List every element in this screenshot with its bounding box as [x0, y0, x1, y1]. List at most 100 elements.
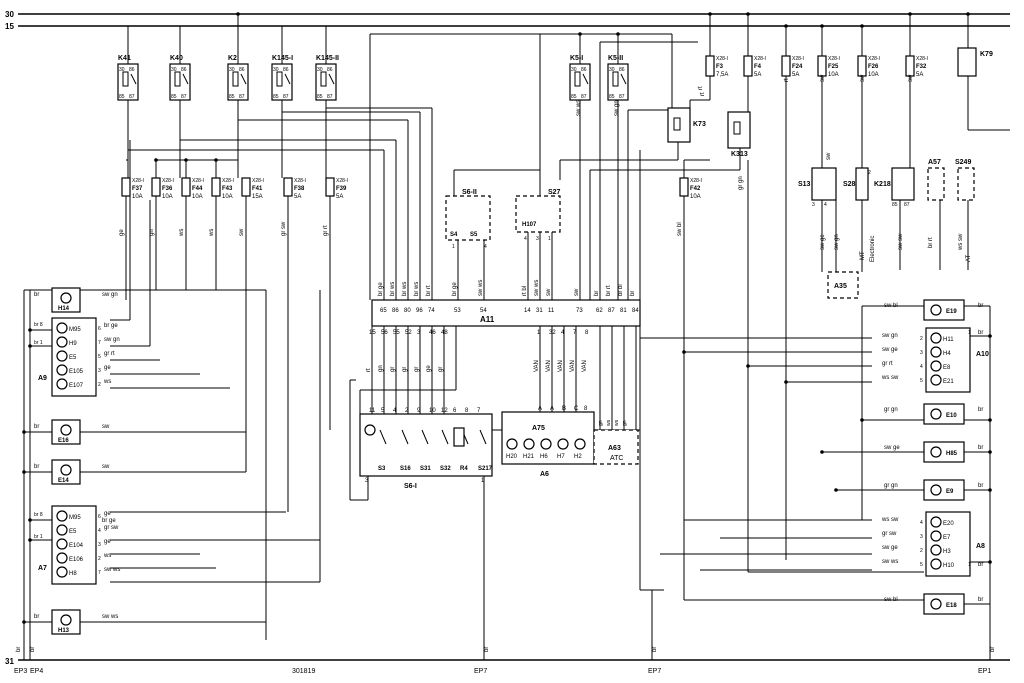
- switch-s249-label: S249: [955, 159, 971, 166]
- fuse-f38-label: F38: [294, 186, 305, 192]
- wire-junction: [988, 418, 992, 422]
- relay-k2-contact: [240, 73, 247, 85]
- fuse-f41-rating: 15A: [252, 194, 263, 200]
- fuse-f4-type: X28-I: [754, 56, 766, 62]
- fuse-f43-rating: 10A: [222, 194, 233, 200]
- relay-k5-ii-pin-87: 87: [619, 94, 625, 100]
- fuse-f44-rating: 10A: [192, 194, 203, 200]
- wire-junction: [988, 334, 992, 338]
- relay-k41-label: K41: [118, 55, 131, 62]
- module-a57: A57: [927, 159, 945, 201]
- fuse-f42-type: X28-I: [690, 178, 702, 184]
- module-a7-wire-4: sw ws: [104, 567, 120, 573]
- module-a7-h8-icon: [56, 566, 68, 578]
- fuse-f25-type: X28-I: [828, 56, 840, 62]
- fuse-f38-body: [283, 177, 293, 197]
- module-a8-e7-icon: [930, 530, 942, 542]
- a11-bottom-wire-1: gn: [378, 365, 384, 372]
- relay-k5-ii-label: K5-II: [608, 55, 623, 62]
- module-a8-pin-2: 2: [920, 548, 923, 554]
- module-a7-e106-label: E106: [69, 557, 84, 563]
- module-a10-pin-right: 1: [968, 330, 971, 336]
- module-a8-pin-1: 3: [920, 534, 923, 540]
- module-a9-pin-left-1: br 1: [34, 340, 43, 346]
- fuse-f39-rating: 5A: [336, 194, 343, 200]
- module-a75-label: A75: [532, 425, 545, 432]
- wire-label-top-1: sw ws: [576, 100, 582, 116]
- fuse-f4-body: [743, 55, 753, 77]
- module-e19-lamp-icon: [930, 304, 942, 316]
- module-a9-m95-label: M95: [69, 327, 81, 333]
- module-h14-label: H14: [58, 306, 70, 312]
- ground-label-ep7-a: EP7: [474, 668, 487, 675]
- relay-k145-i-coil: [276, 71, 283, 87]
- s6i-pin-1: 1: [481, 478, 485, 484]
- switch-s28-label: S28: [843, 181, 856, 188]
- lamp-h21-label: H21: [523, 454, 535, 460]
- module-a10-wire-right: br: [978, 330, 983, 336]
- switch-s6-ii-pin-4: 4: [484, 244, 487, 250]
- module-a8-wire-right: br: [978, 562, 983, 568]
- fuse-f26-rating: 10A: [868, 72, 879, 78]
- wire-label-top-8: rt: [700, 92, 706, 96]
- module-a9-wire-3: ge: [104, 365, 111, 371]
- module-e10-wire-in: br: [978, 407, 983, 413]
- wire-label-mid-0: sw ge: [820, 234, 826, 250]
- s6i-pin-6: 6: [453, 408, 457, 414]
- fuse-f43-type: X28-I: [222, 178, 234, 184]
- control-unit-a11-label: A11: [480, 315, 495, 324]
- module-a10-e21-label: E21: [943, 379, 954, 385]
- module-e19-wire-in: br: [978, 303, 983, 309]
- module-e14-wire-out: sw: [102, 464, 110, 470]
- fuse-f42-label: F42: [690, 186, 701, 192]
- module-a8-pin-0: 4: [920, 520, 923, 526]
- fuse-f43-wire: ws: [209, 229, 215, 237]
- switch-s28: S28: [843, 167, 869, 201]
- wire-junction: [236, 12, 240, 16]
- relay-k313: K313: [727, 111, 751, 158]
- relay-k73: K73: [667, 107, 706, 143]
- module-a7-h8-label: H8: [69, 571, 77, 577]
- fuse-f44-wire: ws: [179, 229, 185, 237]
- a11-top-wire-10: sw: [574, 288, 580, 296]
- a63-wire-2: ws: [614, 419, 620, 426]
- module-a10-h11-label: H11: [943, 337, 954, 343]
- module-a8-e20-icon: [930, 516, 942, 528]
- s6i-pin-8: 8: [465, 408, 469, 414]
- module-e16-wire-out: sw: [102, 424, 110, 430]
- module-a7-m95-icon: [56, 510, 68, 522]
- module-a35: A35: [827, 271, 859, 299]
- relay-k218-label: K218: [874, 181, 891, 188]
- relay-k79: K79: [957, 47, 993, 77]
- a11-top-wire-3: br ws: [414, 282, 420, 296]
- ground-label-ep4: EP4: [30, 668, 43, 675]
- relay-k40-pin-85: 85: [171, 94, 177, 100]
- relay-k5-ii-pin-30: 30: [609, 67, 615, 73]
- module-e16-wire-in: br: [34, 424, 39, 430]
- a11-top-pin-54: 54: [480, 308, 487, 314]
- fuse-f3-body: [705, 55, 715, 77]
- fuse-f4-label: F4: [754, 64, 762, 70]
- relay-k145-i-label: K145-I: [272, 55, 293, 62]
- bottom-wire-label-4: br: [16, 647, 22, 652]
- module-e19-body: [923, 299, 965, 321]
- wire-label-top-9: gr gn: [738, 176, 744, 190]
- module-a10-h11-icon: [930, 332, 942, 344]
- module-e19-wire-out: sw bl: [884, 303, 898, 309]
- a11-bottom-pin-15: 15: [369, 330, 376, 336]
- fuse-f37-body: [121, 177, 131, 197]
- module-a9-h9-icon: [56, 336, 68, 348]
- module-a9-wire-1: sw gn: [104, 337, 120, 343]
- relay-k2-pin-30: 30: [229, 67, 235, 73]
- module-a7-pin-1: 4: [98, 528, 101, 534]
- fuse-f26-body: [857, 55, 867, 77]
